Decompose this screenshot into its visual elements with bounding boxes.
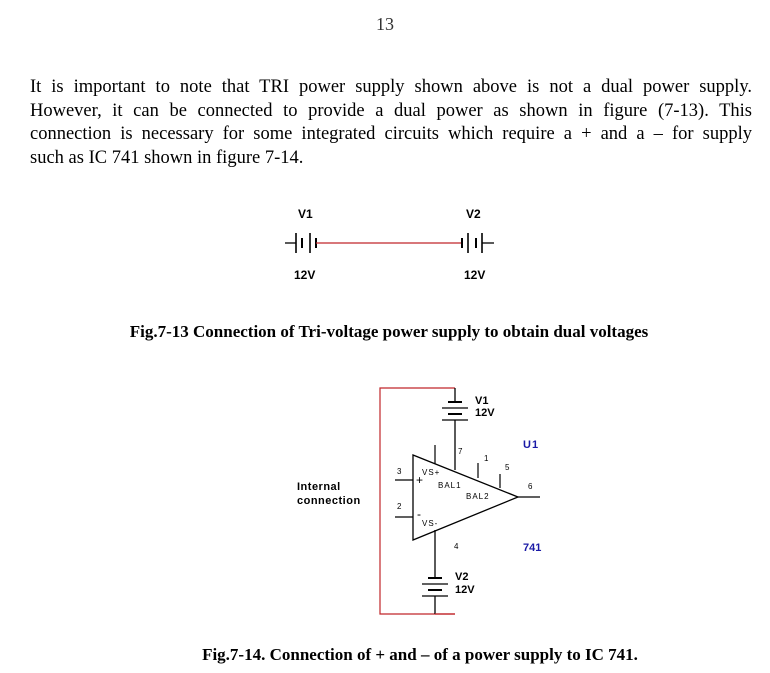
v1-value: 12V [475,407,495,419]
v2-value: 12V [455,584,475,596]
ic-part-number: 741 [523,542,541,554]
paragraph-line: connection is necessary for some integra… [30,124,752,144]
battery-v2-symbol [422,530,455,615]
pin-2: 2 [397,502,402,511]
pin-5: 5 [505,463,510,472]
net-vs-minus: VS- [422,519,438,528]
pin-6: 6 [528,482,533,491]
op-amp-symbol [412,454,520,541]
internal-connection-label-2: connection [297,495,361,507]
battery-v1-name: V1 [298,207,313,221]
v2-name: V2 [455,571,468,583]
pin-4: 4 [454,542,459,551]
figure-7-14: V1 12V V2 12V 7 1 5 3 2 6 4 VS+ + BAL1 B… [202,387,638,664]
battery-v2-value: 12V [464,268,485,282]
internal-connection-label-1: Internal [297,481,341,493]
net-vs-plus: VS+ [422,468,440,477]
paragraph-line: It is important to note that TRI power s… [30,77,752,97]
battery-v2-name: V2 [466,207,481,221]
ic-reference: U1 [523,439,539,451]
pin-7: 7 [458,447,463,456]
minus-sign: - [417,507,421,521]
battery-v1-value: 12V [294,268,315,282]
figure-7-13: V1 12V V2 12V Fig.7-13 Connection of Tri… [130,207,649,341]
v1-name: V1 [475,395,488,407]
pin-3: 3 [397,467,402,476]
battery-v1-symbol [442,388,468,470]
pin-1: 1 [484,454,489,463]
net-bal1: BAL1 [438,481,462,490]
net-bal2: BAL2 [466,492,490,501]
op-amp-pins [395,445,540,518]
paragraph-line: However, it can be connected to provide … [30,100,752,121]
battery-v1-symbol [285,233,317,253]
plus-sign: + [416,473,423,487]
figure-7-13-caption: Fig.7-13 Connection of Tri-voltage power… [130,322,649,341]
page-number: 13 [376,14,394,34]
figure-7-14-caption: Fig.7-14. Connection of + and – of a pow… [202,645,638,664]
external-ground-loop [379,387,455,615]
paragraph-line: such as IC 741 shown in figure 7-14. [30,147,304,168]
battery-v2-symbol [461,233,494,253]
body-paragraph: It is important to note that TRI power s… [30,76,752,170]
